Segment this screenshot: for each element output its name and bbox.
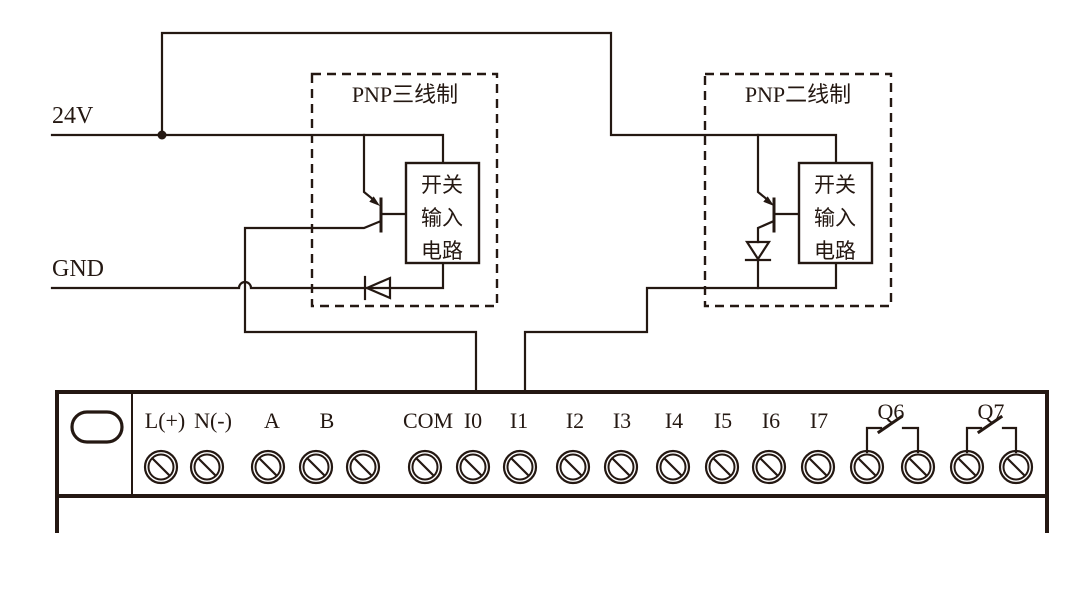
terminal-label-i1: I1 xyxy=(510,408,528,433)
terminal-label-l-plus: L(+) xyxy=(145,408,186,433)
sensor-output-wire xyxy=(523,261,838,394)
switch-input-circuit-line1: 开关 xyxy=(421,173,463,197)
terminal-screw-i3 xyxy=(603,449,639,485)
diode-triangle xyxy=(744,240,772,262)
relay-contact-blade xyxy=(976,414,1004,435)
pnp-three-wire-sensor: PNP三线制 开关 输入 电路 xyxy=(243,72,499,394)
transistor-emitter-wire xyxy=(362,133,374,201)
relay-contact-left-lead xyxy=(865,426,883,454)
terminal-label-i7: I7 xyxy=(810,408,828,433)
terminal-block-outline xyxy=(55,390,1049,533)
switch-input-circuit-box xyxy=(404,161,481,265)
terminal-label-com: COM xyxy=(403,408,453,433)
terminal-label-i5: I5 xyxy=(714,408,732,433)
terminal-label-n-minus: N(-) xyxy=(194,408,232,433)
relay-contact-blade xyxy=(876,414,904,435)
terminal-screw-q6-b xyxy=(900,449,936,485)
terminal-label-b: B xyxy=(320,408,335,433)
power-rail-label: 24V xyxy=(52,103,94,129)
terminal-screw-i1 xyxy=(502,449,538,485)
ground-rail-label: GND xyxy=(52,256,104,282)
relay-label-q7: Q7 xyxy=(978,399,1005,424)
switch-input-circuit-box xyxy=(797,161,874,265)
relay-label-q6: Q6 xyxy=(878,399,905,424)
terminal-screw-i4 xyxy=(655,449,691,485)
transistor-emitter-arrow xyxy=(369,196,380,206)
terminal-screw-a xyxy=(250,449,286,485)
transistor-collector-output-wire xyxy=(243,219,478,394)
ground-rail: GND xyxy=(50,256,445,290)
terminal-block: L(+) N(-) A B COM I0 I1 I2 I3 I4 I5 I6 I… xyxy=(55,390,1049,533)
terminal-screw-unlabeled xyxy=(345,449,381,485)
switch-input-circuit-line1: 开关 xyxy=(814,173,856,197)
terminal-screw-i7 xyxy=(800,449,836,485)
pnp-three-wire-title: PNP三线制 xyxy=(352,82,458,107)
relay-output-q6: Q6 xyxy=(865,399,920,454)
terminal-label-a: A xyxy=(264,408,280,433)
relay-output-q7: Q7 xyxy=(965,399,1018,454)
mounting-slot xyxy=(70,410,124,444)
power-rail: 24V xyxy=(50,31,838,165)
pnp-three-wire-dashed-box xyxy=(310,72,499,308)
terminal-label-i6: I6 xyxy=(762,408,780,433)
relay-contact-right-lead xyxy=(901,426,920,454)
terminal-screw-q6-a xyxy=(849,449,885,485)
terminal-screw-n-minus xyxy=(189,449,225,485)
terminal-screw-q7-b xyxy=(998,449,1034,485)
switch-input-circuit-line3: 电路 xyxy=(814,239,856,263)
power-rail-wire xyxy=(50,133,445,165)
terminal-screw-i5 xyxy=(704,449,740,485)
junction-dot xyxy=(157,130,167,140)
power-bypass-wire xyxy=(160,31,838,165)
transistor-emitter-arrow xyxy=(763,196,774,206)
relay-contact-left-lead xyxy=(965,426,983,454)
ground-rail-wire xyxy=(50,261,445,290)
terminal-screw-q7-a xyxy=(949,449,985,485)
transistor-collector-wire xyxy=(756,219,776,244)
terminal-label-i3: I3 xyxy=(613,408,631,433)
diode-triangle xyxy=(364,276,392,300)
transistor-emitter-wire xyxy=(756,133,768,201)
switch-input-circuit-line2: 输入 xyxy=(421,206,463,230)
terminal-screw-i0 xyxy=(455,449,491,485)
relay-contact-right-lead xyxy=(1001,426,1018,454)
pnp-two-wire-dashed-box xyxy=(703,72,893,308)
terminal-label-i4: I4 xyxy=(665,408,683,433)
terminal-screw-l-plus xyxy=(143,449,179,485)
pnp-two-wire-sensor: PNP二线制 开关 输入 电路 xyxy=(523,72,893,394)
terminal-label-i2: I2 xyxy=(566,408,584,433)
terminal-screw-i6 xyxy=(751,449,787,485)
switch-input-circuit-line2: 输入 xyxy=(814,206,856,230)
terminal-screw-com xyxy=(407,449,443,485)
terminal-label-i0: I0 xyxy=(464,408,482,433)
terminal-screw-b xyxy=(298,449,334,485)
terminal-screw-i2 xyxy=(555,449,591,485)
pnp-two-wire-title: PNP二线制 xyxy=(745,82,851,107)
switch-input-circuit-line3: 电路 xyxy=(421,239,463,263)
